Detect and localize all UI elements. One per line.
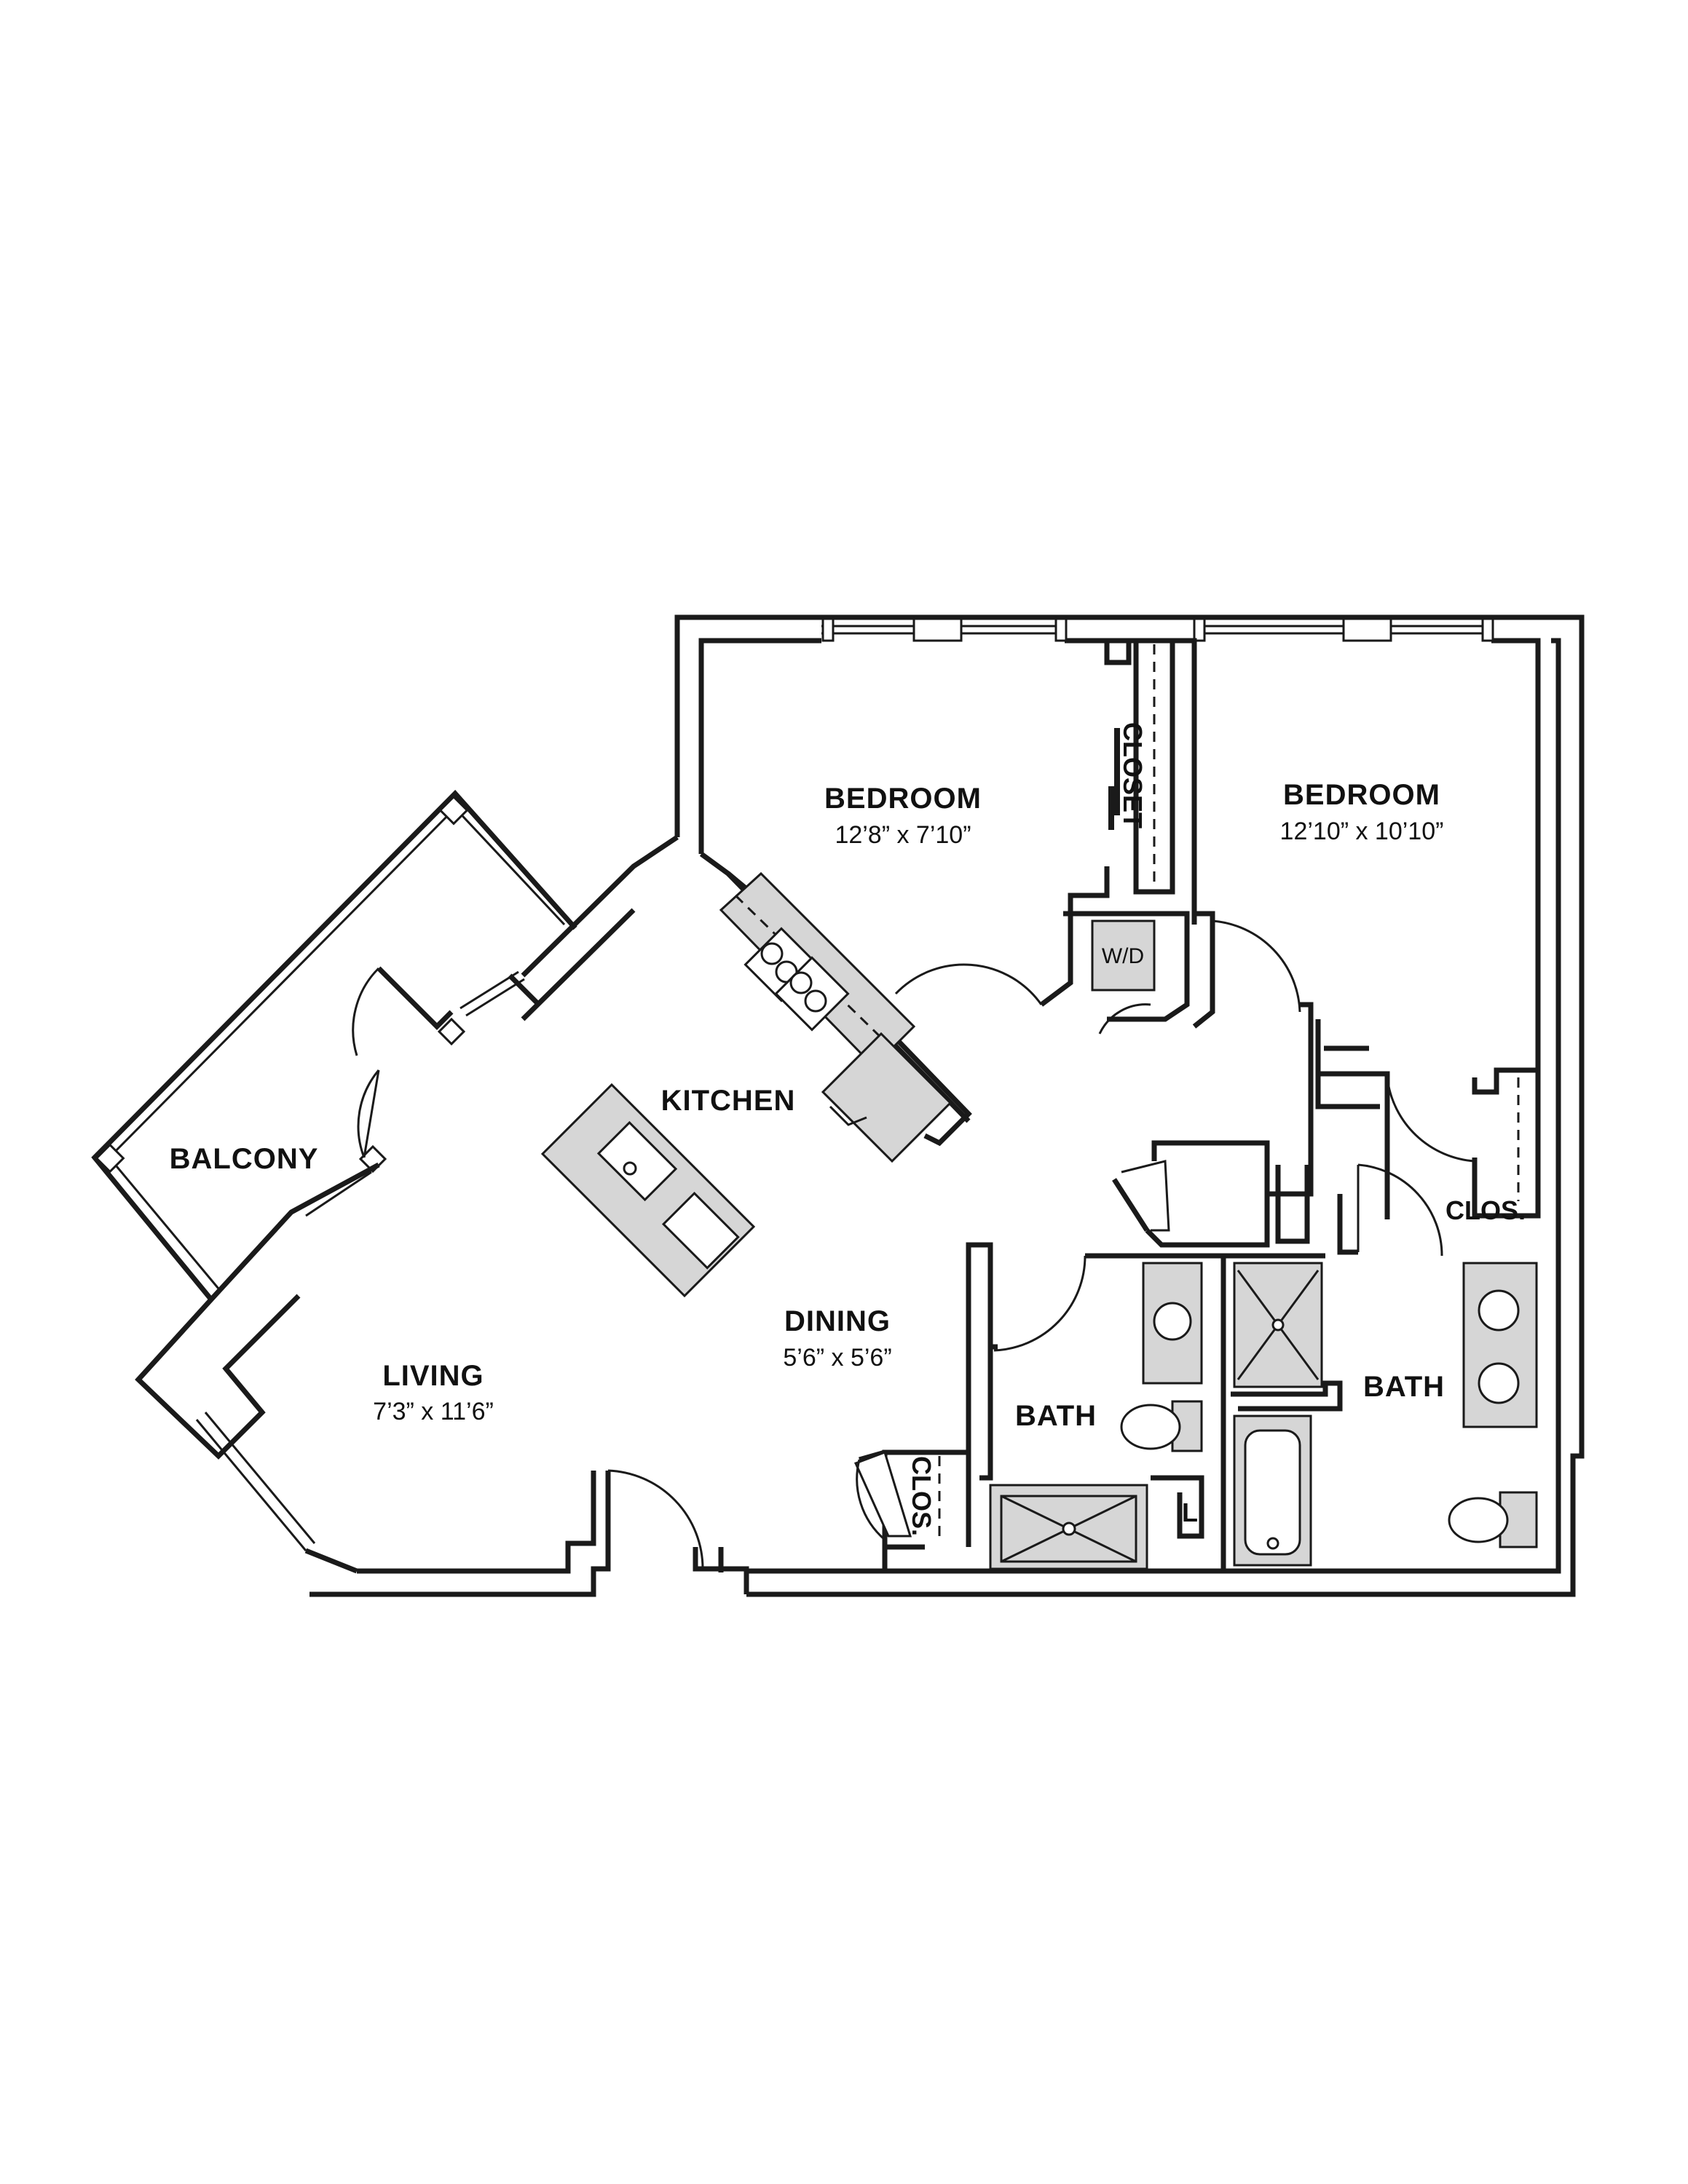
bedroom1-label: BEDROOM: [824, 783, 982, 815]
kitchen-island: [540, 1083, 756, 1298]
exterior-walls: [304, 614, 1585, 1597]
kitchen-counters: [719, 871, 972, 1163]
bedroom2-walls: [1192, 911, 1541, 1257]
dining-dimensions: 5’6” x 5’6”: [783, 1344, 891, 1372]
bath2-label: BATH: [1363, 1371, 1445, 1403]
dining-label: DINING: [784, 1305, 891, 1337]
room-labels: BEDROOM 12’8” x 7’10” BEDROOM 12’10” x 1…: [170, 722, 1526, 1536]
bedroom2-label: BEDROOM: [1283, 779, 1440, 811]
entry-closet-label: CLOS.: [907, 1456, 936, 1536]
bedroom1-closet: [894, 638, 1197, 1034]
bedroom1-closet-label: CLOSET: [1118, 722, 1148, 828]
bedroom2-dimensions: 12’10” x 10’10”: [1280, 818, 1444, 845]
linen-closet-label: L: [1182, 1497, 1198, 1527]
entry-walls: [607, 1449, 971, 1570]
balcony-area: [91, 789, 577, 1460]
bedroom2-closet-label: CLOS.: [1446, 1195, 1526, 1225]
balcony-label: BALCONY: [170, 1143, 319, 1175]
kitchen-label: KITCHEN: [661, 1085, 796, 1117]
bedroom1-dimensions: 12’8” x 7’10”: [835, 821, 971, 849]
windows: [195, 617, 1494, 1551]
hall-closet: [1112, 1140, 1270, 1248]
bath2: [1223, 1253, 1538, 1567]
living-label: LIVING: [382, 1360, 484, 1392]
bath1: [966, 1242, 1226, 1572]
bath1-label: BATH: [1015, 1400, 1097, 1432]
washer-dryer-label: W/D: [1102, 944, 1144, 968]
living-dimensions: 7’3” x 11’6”: [373, 1398, 494, 1425]
